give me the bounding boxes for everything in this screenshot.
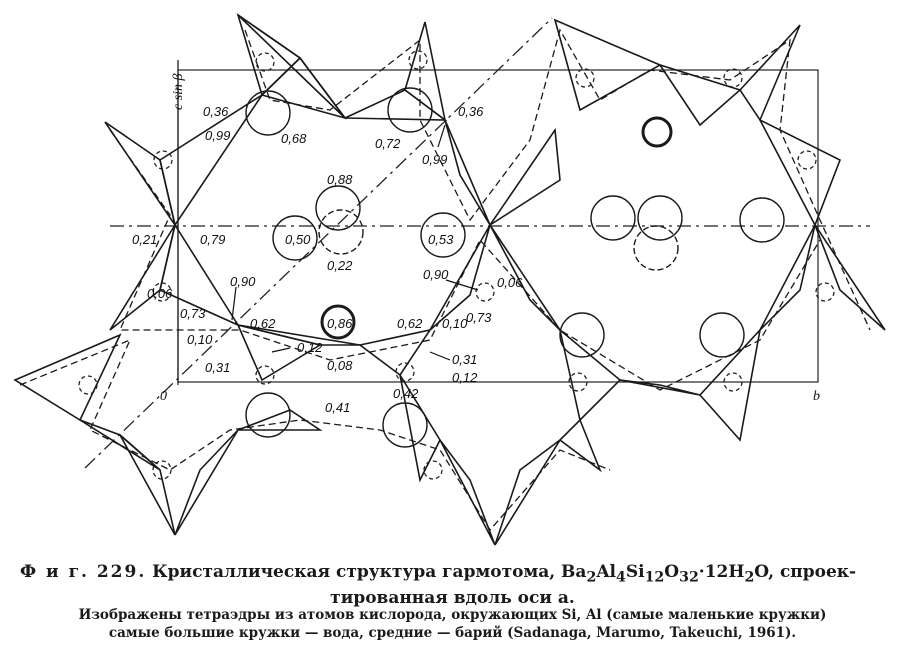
tetrahedra-dashed — [19, 28, 871, 532]
coord-label: 0,90 — [423, 267, 449, 282]
axis-label-b: b — [813, 389, 820, 404]
coord-label: 0,31 — [205, 360, 230, 375]
coord-label: 0,06 — [147, 286, 173, 301]
coord-label: 0,42 — [393, 386, 419, 401]
coord-label: 0,08 — [327, 358, 353, 373]
figure-number: Ф и г. 229. — [20, 562, 147, 582]
axis-label-origin: 0 — [160, 389, 167, 404]
coord-label: 0,50 — [285, 232, 311, 247]
caption-line2: тированная вдоль оси a. — [330, 588, 575, 609]
coord-label: 0,31 — [452, 352, 477, 367]
caption-note: Изображены тетраэдры из атомов кислорода… — [20, 606, 885, 642]
coord-label: 0,10 — [442, 316, 468, 331]
caption-note-line2: самые большие кружки — вода, средние — б… — [108, 625, 797, 641]
diagonal-axis — [84, 17, 553, 469]
coord-label: 0,62 — [250, 316, 276, 331]
caption-note-line1: Изображены тетраэдры из атомов кислорода… — [78, 607, 827, 623]
coord-label: 0,12 — [452, 370, 478, 385]
large-atoms — [245, 87, 785, 448]
coord-label: 0,99 — [422, 152, 447, 167]
coord-label: 0,36 — [203, 104, 229, 119]
coord-label: 0,41 — [325, 400, 350, 415]
coord-label: 0,53 — [428, 232, 454, 247]
coord-label: 0,06 — [497, 275, 523, 290]
coord-label: 0,10 — [187, 332, 213, 347]
structure-drawing: c sin β b 0 0,36 0,99 0,68 0,72 0,36 0,9… — [13, 13, 886, 546]
crystal-structure-figure: c sin β b 0 0,36 0,99 0,68 0,72 0,36 0,9… — [13, 13, 886, 546]
arrows — [231, 124, 479, 361]
tetrahedra-solid — [13, 13, 886, 546]
coord-label: 0,90 — [230, 274, 256, 289]
coord-label: 0,36 — [458, 104, 484, 119]
coord-label: 0,99 — [205, 128, 230, 143]
figure-caption: Ф и г. 229. Кристаллическая структура га… — [20, 562, 885, 609]
coord-label: 0,88 — [327, 172, 353, 187]
coord-label: 0,86 — [327, 316, 353, 331]
coord-label: 0,12 — [297, 340, 323, 355]
small-atoms — [78, 50, 835, 480]
coord-label: 0,62 — [397, 316, 423, 331]
coord-label: 0,21 — [132, 232, 157, 247]
coord-label: 0,79 — [200, 232, 225, 247]
coord-label: 0,68 — [281, 131, 307, 146]
coord-label: 0,73 — [180, 306, 206, 321]
caption-title: Кристаллическая структура гармотома, Ba2… — [152, 562, 857, 586]
coord-label: 0,72 — [375, 136, 401, 151]
axis-label-c: c sin β — [171, 73, 186, 110]
coord-label: 0,73 — [466, 310, 492, 325]
coord-label: 0,22 — [327, 258, 353, 273]
